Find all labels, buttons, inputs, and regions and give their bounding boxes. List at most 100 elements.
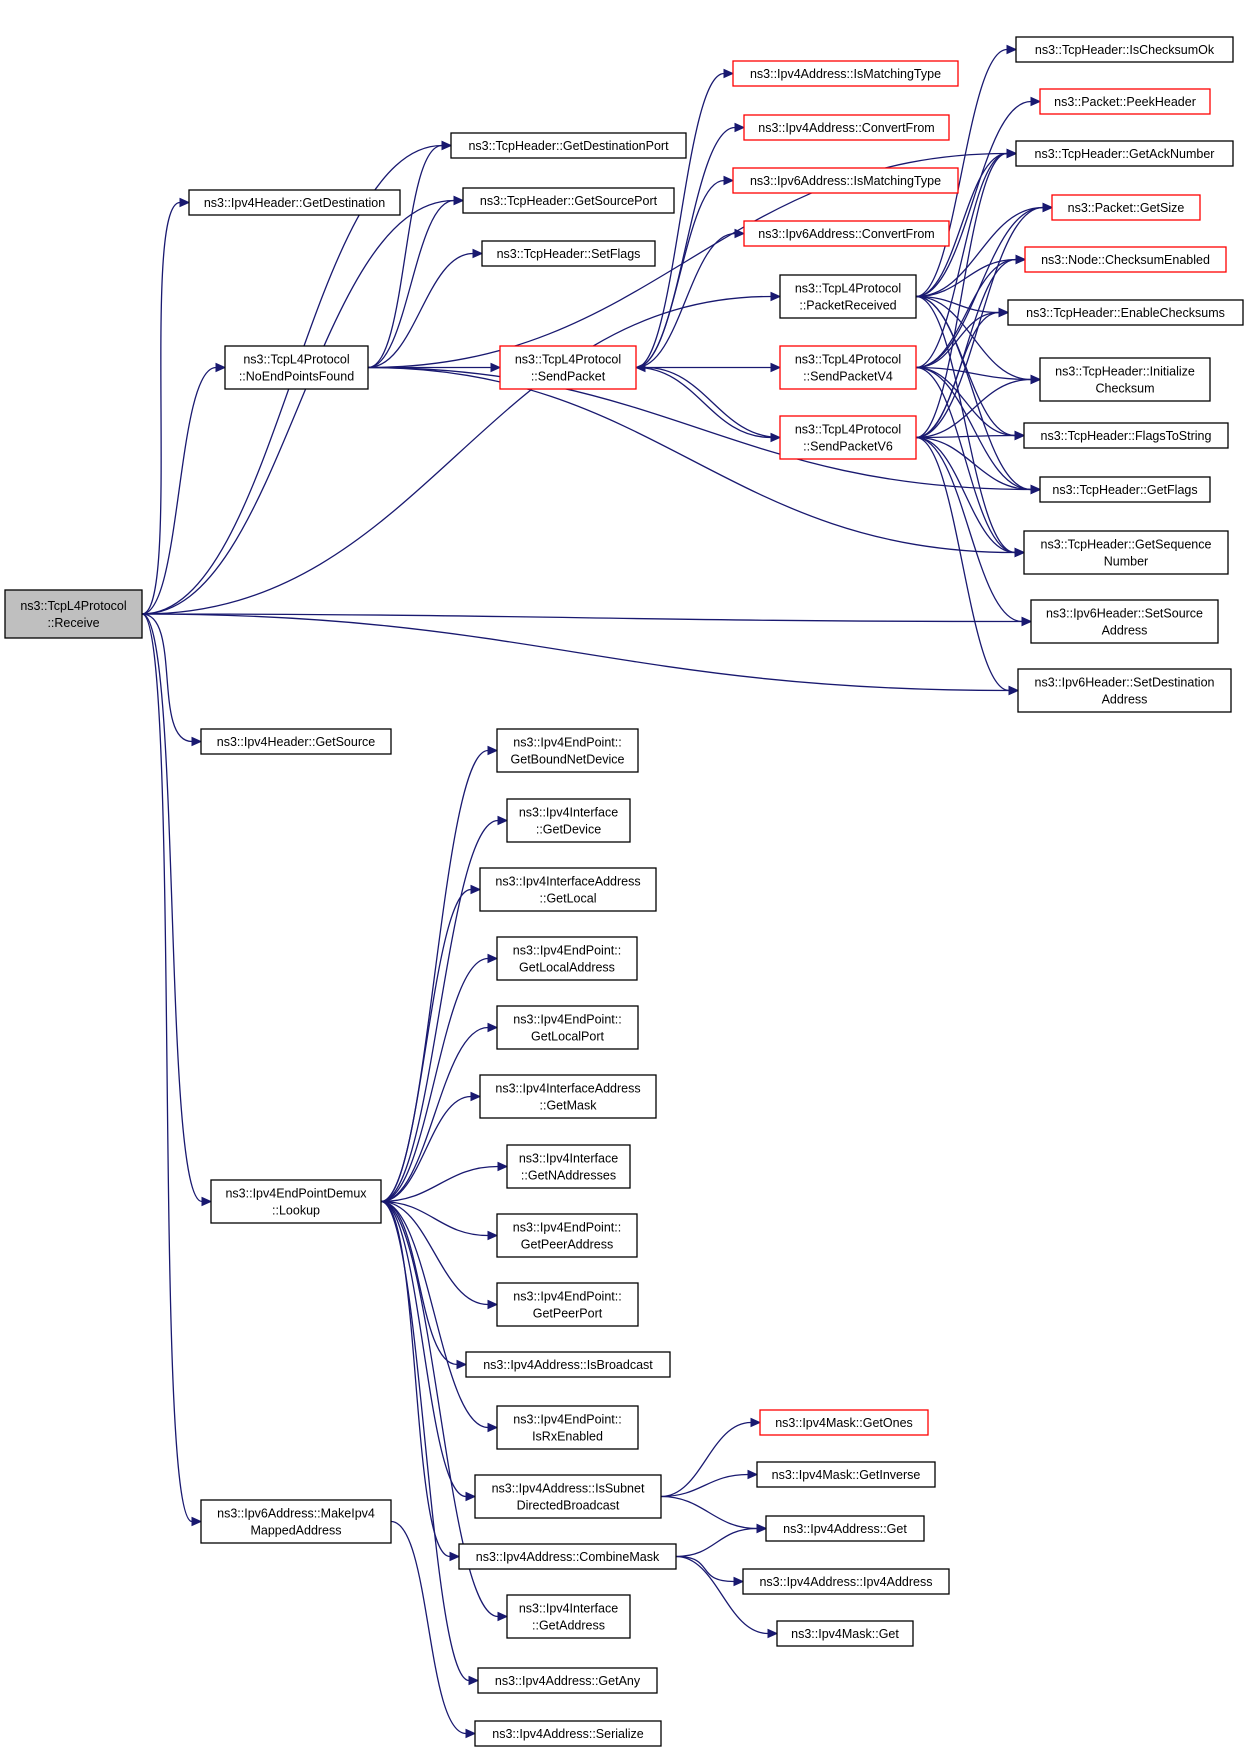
edge-noendpoints-to-tcph_setflags bbox=[367, 248, 484, 369]
node-ifaddr_getmask[interactable]: ns3::Ipv4InterfaceAddress::GetMask bbox=[479, 1074, 657, 1119]
node-tcph_getacknumber[interactable]: ns3::TcpHeader::GetAckNumber bbox=[1015, 140, 1234, 167]
node-tcph_getdestport[interactable]: ns3::TcpHeader::GetDestinationPort bbox=[450, 132, 687, 159]
node-if_getdevice[interactable]: ns3::Ipv4Interface::GetDevice bbox=[506, 798, 631, 843]
node-ep_getpeeraddress[interactable]: ns3::Ipv4EndPoint::GetPeerAddress bbox=[496, 1213, 638, 1258]
node-box bbox=[506, 1144, 631, 1189]
edge-arrowhead bbox=[723, 175, 735, 186]
node-ipv4addr_serialize[interactable]: ns3::Ipv4Address::Serialize bbox=[474, 1720, 662, 1747]
node-tcph_getsrcport[interactable]: ns3::TcpHeader::GetSourcePort bbox=[462, 187, 675, 214]
node-tcph_flagstostring[interactable]: ns3::TcpHeader::FlagsToString bbox=[1023, 422, 1229, 449]
edge-arrowhead bbox=[487, 1299, 499, 1310]
edge-packetreceived-to-packet_peekheader bbox=[915, 96, 1042, 298]
edge-lookup-to-ep_getlocaladdress bbox=[380, 953, 499, 1203]
node-tcph_enablechecksums[interactable]: ns3::TcpHeader::EnableChecksums bbox=[1007, 299, 1244, 326]
edge-sendpacketv6-to-ipv6h_setsrc bbox=[915, 436, 1033, 627]
node-label: ns3::Packet::PeekHeader bbox=[1054, 95, 1196, 109]
node-tcph_setflags[interactable]: ns3::TcpHeader::SetFlags bbox=[481, 240, 656, 267]
node-sendpacketv6[interactable]: ns3::TcpL4Protocol::SendPacketV6 bbox=[779, 415, 917, 460]
node-label: ns3::TcpL4Protocol bbox=[795, 353, 901, 367]
node-mask_getinverse[interactable]: ns3::Ipv4Mask::GetInverse bbox=[756, 1461, 936, 1488]
node-label: ns3::Node::ChecksumEnabled bbox=[1041, 253, 1210, 267]
edge-line bbox=[635, 366, 772, 439]
edge-receive-to-lookup bbox=[141, 613, 213, 1207]
node-label: ns3::Ipv4EndPointDemux bbox=[225, 1187, 367, 1201]
node-if_getaddress[interactable]: ns3::Ipv4Interface::GetAddress bbox=[506, 1594, 631, 1639]
edge-line bbox=[380, 1200, 499, 1618]
node-ep_getpeerport[interactable]: ns3::Ipv4EndPoint::GetPeerPort bbox=[496, 1282, 639, 1327]
node-box bbox=[200, 728, 392, 755]
edge-arrowhead bbox=[490, 362, 502, 373]
node-ipv4addr_issubnetdb[interactable]: ns3::Ipv4Address::IsSubnetDirectedBroadc… bbox=[474, 1474, 662, 1519]
edge-line bbox=[367, 199, 455, 369]
node-label: ::PacketReceived bbox=[799, 299, 896, 313]
node-ipv4addr_isbroadcast[interactable]: ns3::Ipv4Address::IsBroadcast bbox=[465, 1351, 671, 1378]
node-box bbox=[1015, 36, 1234, 63]
node-packet_peekheader[interactable]: ns3::Packet::PeekHeader bbox=[1039, 88, 1211, 115]
node-ep_isrxenabled[interactable]: ns3::Ipv4EndPoint::IsRxEnabled bbox=[496, 1405, 639, 1450]
node-ipv4addr_convert[interactable]: ns3::Ipv4Address::ConvertFrom bbox=[743, 114, 950, 141]
node-label: ns3::Ipv4Address::Get bbox=[783, 1522, 907, 1536]
node-box bbox=[458, 1543, 677, 1570]
node-label: ::SendPacketV6 bbox=[803, 440, 893, 454]
node-if_getnaddresses[interactable]: ns3::Ipv4Interface::GetNAddresses bbox=[506, 1144, 631, 1189]
node-packet_getsize[interactable]: ns3::Packet::GetSize bbox=[1051, 194, 1201, 221]
edge-line bbox=[675, 1527, 758, 1558]
node-ifaddr_getlocal[interactable]: ns3::Ipv4InterfaceAddress::GetLocal bbox=[479, 867, 657, 912]
node-sendpacket[interactable]: ns3::TcpL4Protocol::SendPacket bbox=[499, 345, 637, 390]
edge-line bbox=[635, 179, 725, 369]
edge-line bbox=[380, 749, 489, 1203]
node-box bbox=[1007, 299, 1244, 326]
node-label: ns3::Ipv4Address::Serialize bbox=[492, 1727, 644, 1741]
node-box bbox=[210, 1179, 382, 1224]
node-ipv4h_getsource[interactable]: ns3::Ipv4Header::GetSource bbox=[200, 728, 392, 755]
edge-line bbox=[915, 258, 1017, 439]
edge-ipv4addr_issubnetdb-to-mask_getones bbox=[660, 1417, 762, 1498]
node-ipv6addr_ismatch[interactable]: ns3::Ipv6Address::IsMatchingType bbox=[732, 167, 959, 194]
node-sendpacketv4[interactable]: ns3::TcpL4Protocol::SendPacketV4 bbox=[779, 345, 917, 390]
node-packetreceived[interactable]: ns3::TcpL4Protocol::PacketReceived bbox=[779, 274, 917, 319]
node-ipv4addr_get[interactable]: ns3::Ipv4Address::Get bbox=[765, 1515, 925, 1542]
node-label: ns3::TcpHeader::GetDestinationPort bbox=[468, 139, 669, 153]
node-box bbox=[742, 1568, 950, 1595]
node-ipv4addr_getany[interactable]: ns3::Ipv4Address::GetAny bbox=[477, 1667, 658, 1694]
edge-arrowhead bbox=[465, 1491, 477, 1502]
node-ipv4addr_combinemask[interactable]: ns3::Ipv4Address::CombineMask bbox=[458, 1543, 677, 1570]
node-label: ns3::Ipv4EndPoint:: bbox=[513, 1221, 621, 1235]
node-label: MappedAddress bbox=[250, 1524, 341, 1538]
node-noendpoints[interactable]: ns3::TcpL4Protocol::NoEndPointsFound bbox=[224, 345, 369, 390]
node-mask_get[interactable]: ns3::Ipv4Mask::Get bbox=[776, 1620, 914, 1647]
node-box bbox=[479, 1074, 657, 1119]
node-tcph_getflags[interactable]: ns3::TcpHeader::GetFlags bbox=[1039, 476, 1211, 503]
node-box bbox=[1039, 357, 1211, 402]
node-ipv4addr_ismatch[interactable]: ns3::Ipv4Address::IsMatchingType bbox=[732, 60, 959, 87]
node-ipv6addr_convert[interactable]: ns3::Ipv6Address::ConvertFrom bbox=[743, 220, 950, 247]
node-ep_getlocaladdress[interactable]: ns3::Ipv4EndPoint::GetLocalAddress bbox=[496, 936, 638, 981]
node-box bbox=[496, 1213, 638, 1258]
node-ep_getboundnetdevice[interactable]: ns3::Ipv4EndPoint::GetBoundNetDevice bbox=[496, 728, 639, 773]
edge-line bbox=[915, 366, 1032, 381]
edge-line bbox=[141, 613, 203, 1203]
node-ipv4h_getdest[interactable]: ns3::Ipv4Header::GetDestination bbox=[188, 189, 401, 216]
edge-arrowhead bbox=[734, 228, 746, 239]
node-ipv4addr_ctor[interactable]: ns3::Ipv4Address::Ipv4Address bbox=[742, 1568, 950, 1595]
edge-arrowhead bbox=[747, 1469, 759, 1480]
node-receive[interactable]: ns3::TcpL4Protocol::Receive bbox=[4, 589, 143, 639]
node-tcph_ischecksumok[interactable]: ns3::TcpHeader::IsChecksumOk bbox=[1015, 36, 1234, 63]
edge-arrowhead bbox=[497, 815, 509, 826]
node-ep_getlocalport[interactable]: ns3::Ipv4EndPoint::GetLocalPort bbox=[496, 1005, 639, 1050]
node-lookup[interactable]: ns3::Ipv4EndPointDemux::Lookup bbox=[210, 1179, 382, 1224]
node-label: ::SendPacket bbox=[531, 370, 606, 384]
node-mask_getones[interactable]: ns3::Ipv4Mask::GetOnes bbox=[759, 1409, 929, 1436]
edge-arrowhead bbox=[770, 291, 782, 302]
edge-line bbox=[367, 366, 1016, 554]
node-label: ns3::Ipv6Address::IsMatchingType bbox=[750, 174, 941, 188]
node-label: ns3::Ipv4Interface bbox=[519, 1602, 618, 1616]
node-label: Number bbox=[1104, 555, 1148, 569]
node-node_checksumenabled[interactable]: ns3::Node::ChecksumEnabled bbox=[1024, 246, 1227, 273]
edge-arrowhead bbox=[756, 1523, 768, 1534]
